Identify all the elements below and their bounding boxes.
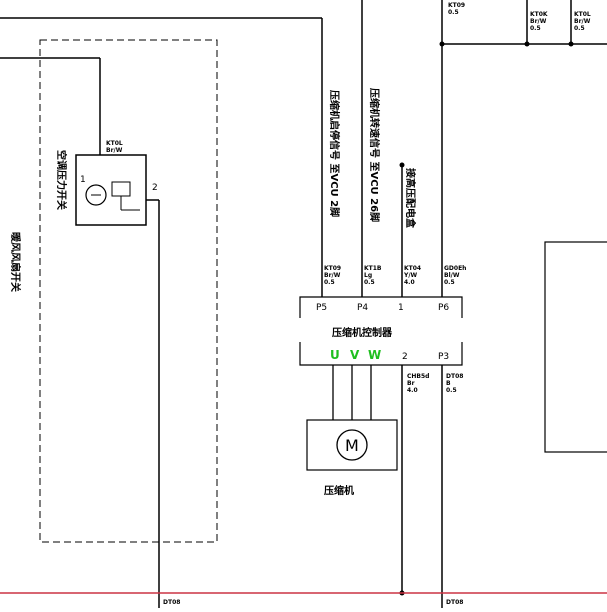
wire-label-p3-gauge: 0.5 [446,387,457,394]
pin-p6: P6 [438,303,449,313]
wire-label-p3-color: B [446,380,451,387]
wire-label-top2-color: Br/W [530,18,547,25]
sensor-coil-icon [85,184,107,206]
wire-label-top3: KT0L [574,11,591,18]
sensor-pin-1: 1 [80,175,86,185]
wire-label-top2-gauge: 0.5 [530,25,541,32]
pin-p1: 1 [398,303,404,313]
sensor-enclosure [39,39,218,543]
compressor-speed-signal-label: 压缩机转速信号 至VCU 26脚 [368,88,381,222]
pin-w: W [368,348,381,362]
compressor-start-signal-label: 压缩机启停信号 至VCU 2脚 [328,90,341,217]
wire-label-p2-color: Br [407,380,415,387]
pin-p5: P5 [316,303,327,313]
wire-label-p1-color: Y/W [403,272,418,279]
junction-dot [439,41,445,47]
wire-label-top2: KT0K [530,11,548,18]
pin-p4: P4 [357,303,368,313]
sensor-tag2: Br/W [106,147,123,154]
wire-label-top1-color: 0.5 [448,9,459,16]
wire-label-p2-gauge: 4.0 [407,387,418,394]
sensor-pin-2: 2 [152,183,158,193]
pressure-sensor-block [75,154,147,226]
wire-label-p6-color: Bl/W [444,272,460,279]
wire-label-p5-color: Br/W [324,272,341,279]
motor-icon [336,429,368,461]
junction-hv-dot [399,162,405,168]
wire-label-p6-gauge: 0.5 [444,279,455,286]
wire-label-top1: KT09 [448,2,465,9]
wire-label-top3-gauge: 0.5 [574,25,585,32]
pin-p2: 2 [402,352,408,362]
ac-pressure-sensor-label: 空调压力开关 [55,150,68,210]
controller-bottom-bracket [299,342,463,366]
bottom-label-left: DT08 [163,599,180,606]
bottom-label-right: DT08 [446,599,463,606]
pin-v: V [350,348,360,362]
wire-label-p1-gauge: 4.0 [404,279,415,286]
wire-label-p3-code: DT08 [446,373,463,380]
wire-label-top3-color: Br/W [574,18,591,25]
compressor-box [306,419,398,471]
wire-label-p2-code: CHB5d [407,373,429,380]
motor-icon-glyph: M [345,436,359,455]
wire-label-p4-color: Lg [364,272,372,279]
wire-label-p4-code: KT1B [364,265,382,272]
pin-u: U [330,348,340,362]
right-component-box [544,241,607,453]
controller-top-bracket [299,296,463,318]
compressor-label: 压缩机 [324,484,354,497]
compressor-high-voltage-label: 接高压配电盒 [404,168,417,229]
wire-label-p6-code: GD0Eh [444,265,466,272]
wire-label-p5-gauge: 0.5 [324,279,335,286]
wire-label-p5-code: KT09 [324,265,341,272]
controller-label: 压缩机控制器 [332,326,393,339]
wire-label-p1-code: KT04 [404,265,421,272]
wire-label-p4-gauge: 0.5 [364,279,375,286]
pin-p3: P3 [438,352,449,362]
sensor-tag: KT0L [106,140,123,147]
ac-switch-panel-label: 暖风风扇开关 [9,232,22,292]
